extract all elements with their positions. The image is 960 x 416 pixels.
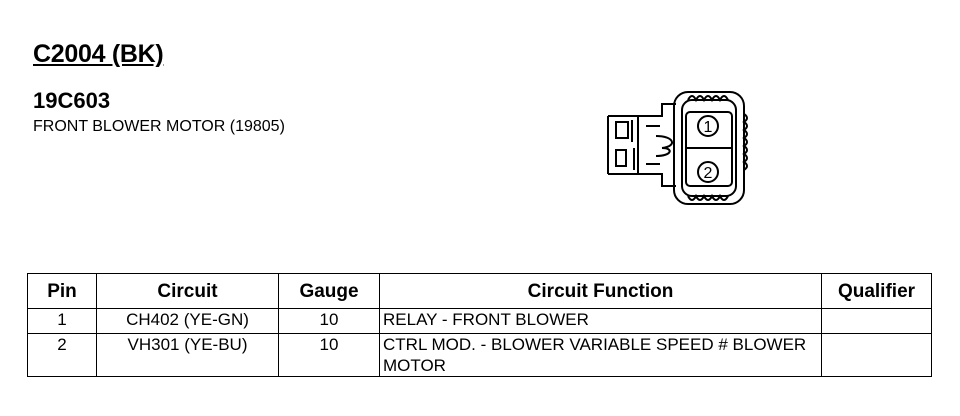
cell-circuit-function: CTRL MOD. - BLOWER VARIABLE SPEED # BLOW… xyxy=(379,333,822,377)
part-number: 19C603 xyxy=(33,88,111,113)
table-row: 2 VH301 (YE-BU) 10 CTRL MOD. - BLOWER VA… xyxy=(27,333,932,377)
part-description: FRONT BLOWER MOTOR (19805) xyxy=(33,118,285,135)
header-gauge: Gauge xyxy=(278,273,380,309)
cell-circuit-function: RELAY - FRONT BLOWER xyxy=(379,308,822,334)
cell-gauge: 10 xyxy=(278,333,380,377)
header-circuit: Circuit xyxy=(96,273,279,309)
cell-pin: 1 xyxy=(27,308,97,334)
cell-qualifier xyxy=(821,308,932,334)
cell-pin: 2 xyxy=(27,333,97,377)
cell-gauge: 10 xyxy=(278,308,380,334)
table-header-row: Pin Circuit Gauge Circuit Function Quali… xyxy=(27,273,932,309)
pinout-table: Pin Circuit Gauge Circuit Function Quali… xyxy=(27,273,932,377)
cell-circuit: VH301 (YE-BU) xyxy=(96,333,279,377)
connector-face-diagram: 1 2 xyxy=(607,91,748,205)
table-row: 1 CH402 (YE-GN) 10 RELAY - FRONT BLOWER xyxy=(27,308,932,334)
pin-1-label: 1 xyxy=(704,119,713,136)
cell-qualifier xyxy=(821,333,932,377)
cell-circuit: CH402 (YE-GN) xyxy=(96,308,279,334)
header-circuit-function: Circuit Function xyxy=(379,273,822,309)
connector-id: C2004 (BK) xyxy=(33,40,164,68)
pin-2-label: 2 xyxy=(704,165,713,182)
header-qualifier: Qualifier xyxy=(821,273,932,309)
header-pin: Pin xyxy=(27,273,97,309)
